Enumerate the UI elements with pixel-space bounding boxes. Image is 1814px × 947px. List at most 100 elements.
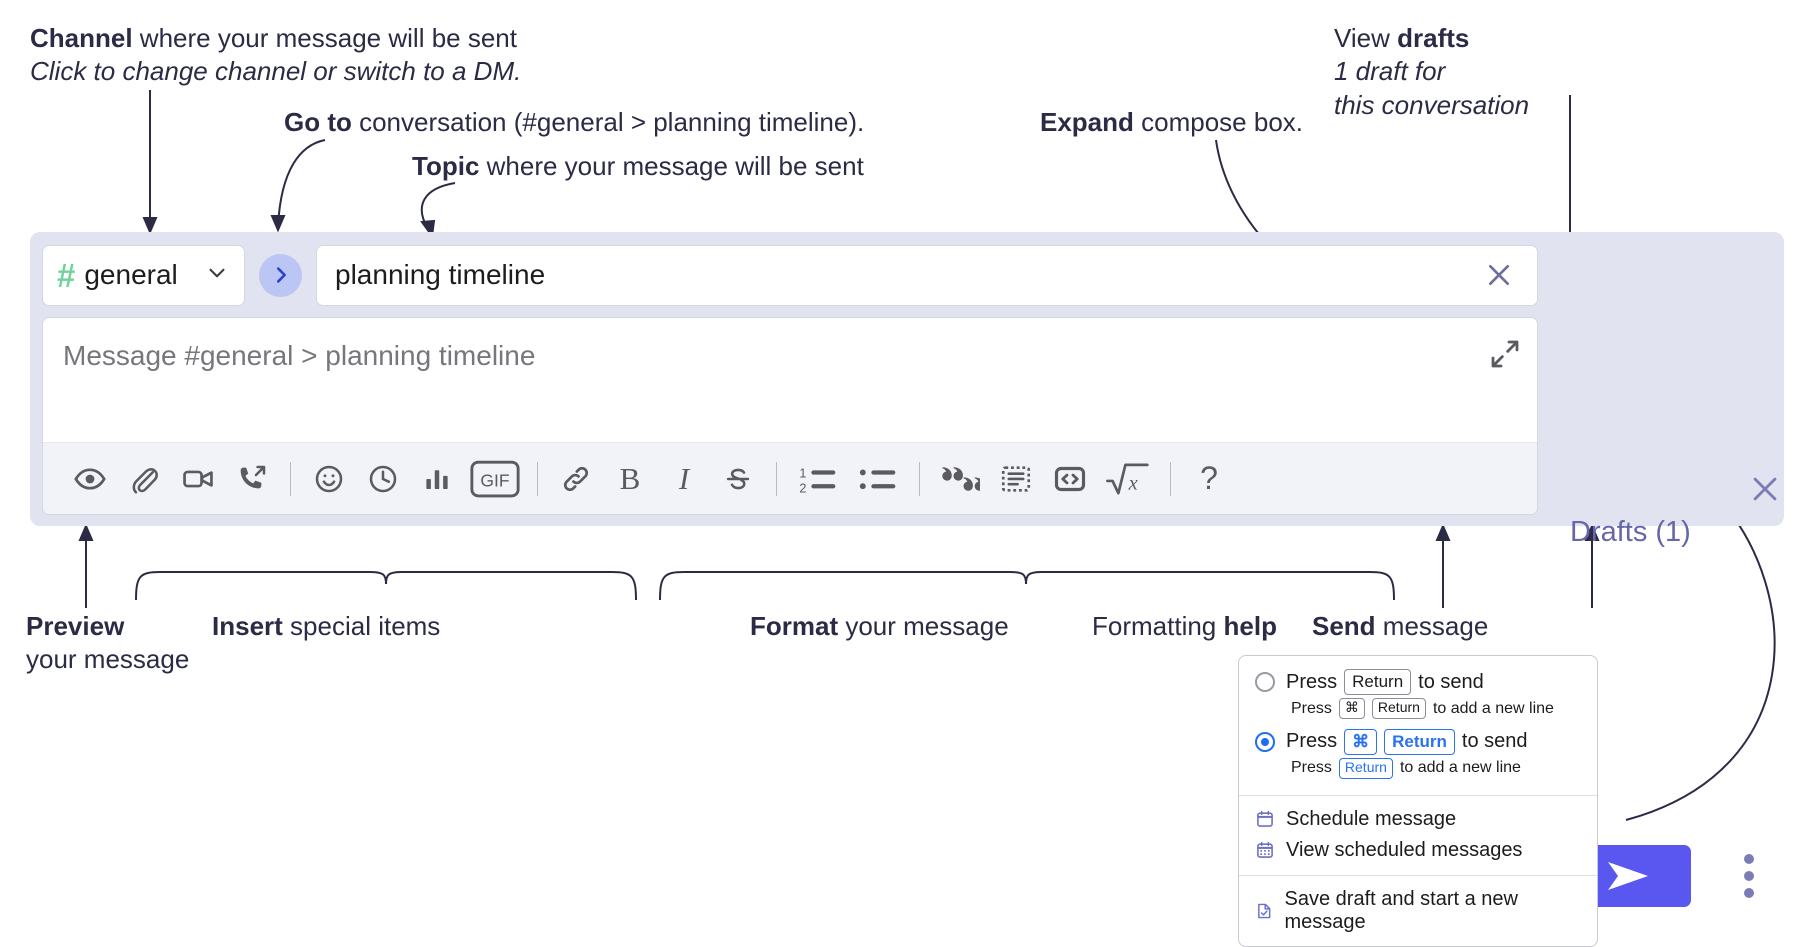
annotation-topic-bold: Topic — [412, 151, 480, 181]
annotation-formatting-help: Formatting help — [1092, 610, 1277, 643]
annotation-topic: Topic where your message will be sent — [412, 150, 864, 183]
key-return: Return — [1371, 698, 1426, 719]
message-placeholder: Message #general > planning timeline — [63, 340, 536, 371]
annotation-goto-rest: conversation (#general > planning timeli… — [351, 107, 865, 137]
clock-icon — [369, 465, 397, 492]
strikethrough-button[interactable] — [711, 452, 765, 506]
square-root-x-icon: x — [1106, 463, 1149, 494]
vertical-ellipsis-icon — [1744, 854, 1754, 864]
formatting-help-button[interactable]: ? — [1182, 452, 1236, 506]
annotation-channel-italic: Click to change channel or switch to a D… — [30, 56, 522, 87]
option-return-sub-pre: Press — [1291, 699, 1332, 717]
annotation-expand-bold: Expand — [1040, 107, 1134, 137]
annotation-send: Send message — [1312, 610, 1488, 643]
annotation-preview-bold: Preview — [26, 611, 125, 641]
option-return-post: to send — [1418, 670, 1484, 693]
annotation-expand-rest: compose box. — [1133, 107, 1304, 137]
option-cmd-return-post: to send — [1461, 730, 1528, 753]
channel-name: general — [84, 259, 178, 290]
toolbar-divider — [919, 461, 920, 496]
expand-diagonal-icon — [1491, 340, 1519, 368]
record-audio-clip-button[interactable] — [225, 452, 279, 506]
toolbar-divider — [537, 461, 538, 496]
toolbar-divider — [776, 461, 777, 496]
annotation-format-rest: your message — [838, 611, 1009, 641]
code-block-button[interactable] — [989, 452, 1043, 506]
insert-link-button[interactable] — [549, 452, 603, 506]
attach-file-button[interactable] — [117, 452, 171, 506]
expand-compose-button[interactable] — [1489, 338, 1521, 375]
message-composer[interactable]: Message #general > planning timeline — [42, 317, 1538, 515]
compose-top-row: # general planning timeline — [42, 243, 1538, 307]
annotation-topic-rest: where your message will be sent — [479, 151, 864, 181]
toolbar-divider — [1170, 461, 1171, 496]
annotation-channel: Channel where your message will be sent … — [30, 22, 521, 89]
bulleted-list-icon — [859, 469, 896, 489]
menu-item-label: Save draft and start a new message — [1284, 887, 1518, 933]
goto-conversation-button[interactable] — [259, 253, 302, 297]
option-cmd-return-sub-pre: Press — [1291, 759, 1332, 777]
record-video-clip-button[interactable] — [171, 452, 225, 506]
bold-button[interactable]: B — [603, 452, 657, 506]
topic-value: planning timeline — [335, 259, 546, 290]
annotation-drafts-italic1: 1 draft for — [1334, 56, 1446, 87]
menu-item-view-scheduled-messages[interactable]: View scheduled messages — [1239, 835, 1597, 866]
annotation-drafts: View drafts 1 draft for this conversatio… — [1334, 22, 1529, 122]
option-return-sub-post: to add a new line — [1432, 699, 1554, 717]
key-return: Return — [1344, 669, 1412, 696]
option-press-cmd-return-to-send[interactable]: Press ⌘ Return to send — [1239, 726, 1597, 758]
annotation-insert-rest: special items — [282, 611, 441, 641]
annotation-channel-rest: where your message will be sent — [132, 23, 517, 53]
chevron-down-icon — [204, 260, 230, 291]
menu-divider — [1239, 874, 1597, 876]
bulleted-list-button[interactable] — [848, 452, 908, 506]
compose-inner: # general planning timeline Message #gen… — [42, 243, 1538, 515]
key-return: Return — [1338, 758, 1393, 779]
topic-clear-button[interactable] — [1477, 255, 1521, 295]
menu-item-schedule-message[interactable]: Schedule message — [1239, 804, 1597, 835]
phone-forward-icon — [240, 465, 266, 488]
key-command: ⌘ — [1338, 698, 1365, 719]
option-return-pre: Press — [1286, 670, 1338, 693]
annotation-goto: Go to conversation (#general > planning … — [284, 106, 864, 139]
paperclip-icon — [132, 467, 158, 494]
option-press-return-to-send[interactable]: Press Return to send — [1239, 666, 1597, 698]
option-return-text: Press Return to send — [1286, 669, 1484, 696]
annotation-drafts-italic2: this conversation — [1334, 89, 1530, 120]
preview-message-button[interactable] — [63, 452, 117, 506]
compose-options-button[interactable] — [1730, 843, 1768, 909]
question-mark-icon: ? — [1200, 460, 1218, 496]
annotation-goto-bold: Go to — [284, 107, 352, 137]
menu-divider — [1239, 794, 1597, 796]
annotation-formatting-help-bold: help — [1223, 611, 1277, 641]
vertical-ellipsis-icon — [1744, 871, 1754, 881]
hash-icon: # — [57, 256, 76, 294]
panel-close-button[interactable] — [1748, 472, 1782, 511]
channel-picker[interactable]: # general — [42, 244, 245, 306]
ordered-list-icon: 1 2 — [799, 466, 836, 495]
option-cmd-return-sub-post: to add a new line — [1399, 759, 1521, 777]
formatting-toolbar: GIF B I — [43, 442, 1537, 514]
menu-item-save-draft[interactable]: Save draft and start a new message — [1239, 884, 1597, 938]
mention-later-button[interactable] — [356, 452, 410, 506]
video-camera-icon — [183, 470, 213, 487]
latex-button[interactable]: x — [1097, 452, 1159, 506]
annotation-expand: Expand compose box. — [1040, 106, 1303, 139]
blockquote-button[interactable] — [931, 452, 989, 506]
inline-code-button[interactable] — [1043, 452, 1097, 506]
emoji-button[interactable] — [302, 452, 356, 506]
italic-button[interactable]: I — [657, 452, 711, 506]
link-icon — [563, 466, 589, 491]
close-icon — [1753, 477, 1777, 501]
compose-options-menu: Press Return to send Press ⌘ Return to a… — [1238, 655, 1598, 947]
topic-input[interactable]: planning timeline — [316, 244, 1538, 306]
annotation-insert-bold: Insert — [212, 611, 283, 641]
strikethrough-icon — [726, 468, 750, 489]
ordered-list-button[interactable]: 1 2 — [788, 452, 848, 506]
drafts-link[interactable]: Drafts (1) — [1570, 516, 1691, 548]
code-block-icon — [1001, 465, 1031, 492]
create-poll-button[interactable] — [410, 452, 464, 506]
menu-item-label: Schedule message — [1286, 807, 1457, 830]
insert-gif-button[interactable]: GIF — [464, 452, 526, 506]
file-check-icon — [1258, 903, 1271, 918]
